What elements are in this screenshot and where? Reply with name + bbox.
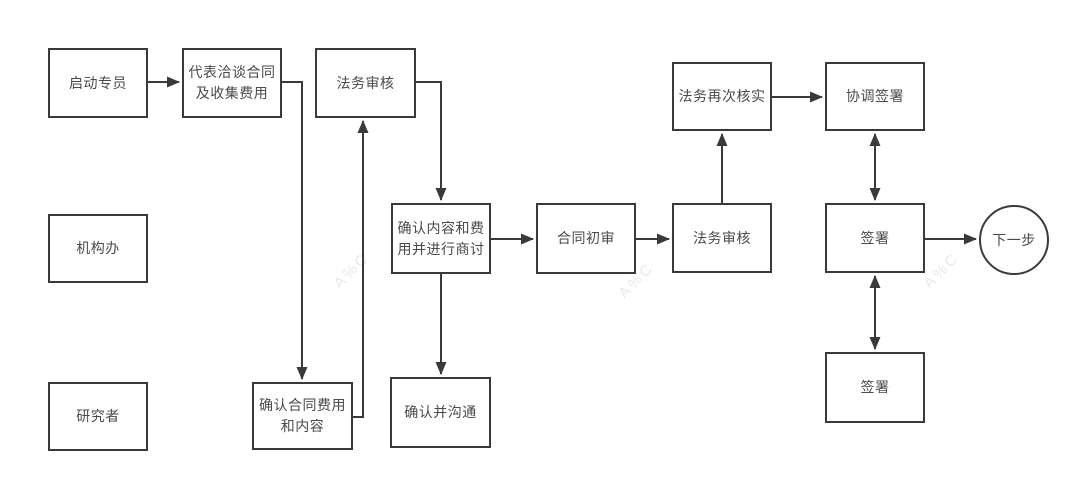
node-label: 确认并沟通 <box>404 404 477 420</box>
node-label: 签署 <box>860 379 890 395</box>
node-signing-top: 签署 <box>825 203 925 273</box>
node-label: 法务再次核实 <box>678 88 766 104</box>
node-legal-review-2: 法务审核 <box>672 203 772 273</box>
node-label: 确认内容和费 用并进行商讨 <box>397 219 485 257</box>
node-label: 代表洽谈合同 及收集费用 <box>188 64 276 101</box>
node-label: 法务审核 <box>693 229 751 246</box>
node-label: 启动专员 <box>69 74 127 91</box>
node-label: 协调签署 <box>846 88 904 104</box>
node-label: 研究者 <box>76 408 120 424</box>
edge-legal-review-1-to-confirm-content <box>416 81 447 201</box>
node-label: 机构办 <box>76 240 120 256</box>
node-coordinate-signing: 协调签署 <box>825 62 925 131</box>
node-label: 合同初审 <box>557 230 615 246</box>
node-confirm-contract-fee-content: 确认合同费用 和内容 <box>252 382 353 450</box>
node-label: 签署 <box>860 229 890 246</box>
node-legal-review-1: 法务审核 <box>315 48 416 118</box>
node-label: 确认合同费用 和内容 <box>259 397 346 434</box>
node-institution-office: 机构办 <box>48 214 148 283</box>
edge-confirm-contract-fee-to-legal-review-1 <box>353 120 369 418</box>
node-start-specialist: 启动专员 <box>48 48 148 118</box>
node-confirm-and-communicate: 确认并沟通 <box>390 377 491 448</box>
node-rep-negotiate-contract-collect-fees: 代表洽谈合同 及收集费用 <box>182 48 282 118</box>
edge-negotiate-to-confirm-contract-fee <box>282 81 308 380</box>
node-label: 法务审核 <box>336 74 395 91</box>
node-label: 下一步 <box>992 231 1036 248</box>
node-next-step: 下一步 <box>979 205 1049 275</box>
node-researcher: 研究者 <box>48 382 148 451</box>
node-legal-recheck: 法务再次核实 <box>672 62 772 131</box>
node-signing-bottom: 签署 <box>825 352 925 423</box>
node-confirm-content-fee-discuss: 确认内容和费 用并进行商讨 <box>391 203 491 274</box>
node-contract-initial-review: 合同初审 <box>536 203 636 274</box>
